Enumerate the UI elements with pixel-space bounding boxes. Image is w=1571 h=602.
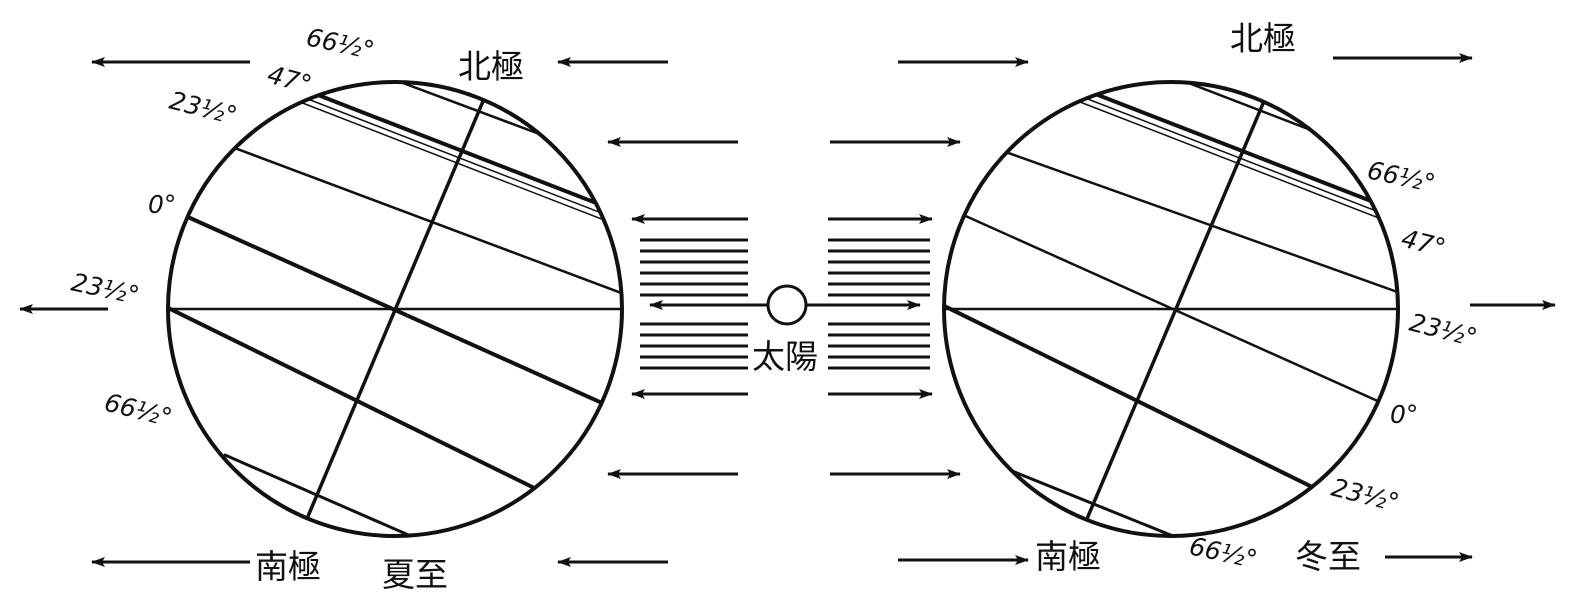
globe-summer-lat-47-band-c	[299, 101, 622, 235]
sun-rays-hatching-right	[828, 238, 930, 370]
globe-winter-outline	[942, 80, 1400, 538]
globe-summer	[166, 80, 624, 538]
ray-arrows	[19, 53, 1556, 567]
north-pole-label-left: 北極	[458, 47, 524, 86]
globe-winter-lat-47-band-b	[1079, 95, 1398, 229]
lat-0-left: 0°	[148, 190, 176, 219]
globe-summer-lat-66-north	[393, 82, 622, 168]
lat-23-north-left: 23½°	[167, 86, 241, 131]
summer-solstice-label: 夏至	[382, 555, 448, 594]
globe-winter-lat-47-band-a	[1078, 86, 1398, 222]
globe-summer-lat-23-south	[168, 297, 622, 536]
globe-summer-lat-47-band-a	[298, 86, 622, 222]
lat-23-south-left: 23½°	[69, 268, 142, 311]
south-pole-label-left: 南極	[255, 547, 321, 586]
globe-summer-lat-66-south	[223, 453, 422, 536]
north-pole-label-right: 北極	[1230, 19, 1296, 58]
lat-23-south-right: 23½°	[1329, 473, 1403, 518]
lat-47-left: 47°	[264, 60, 314, 99]
lat-66-south-right: 66½°	[1187, 532, 1260, 575]
cjk-labels: 北極 北極 南極 南極 夏至 冬至 太陽	[255, 19, 1361, 594]
lat-47-right: 47°	[1399, 224, 1449, 263]
globe-summer-lat-47-band-b	[299, 95, 622, 229]
globe-summer-lat-23-north	[168, 118, 622, 302]
lat-66-south-left: 66½°	[102, 388, 176, 433]
lat-66-north-left: 66½°	[304, 23, 377, 66]
lat-23-north-right: 23½°	[1407, 308, 1481, 353]
sun-label: 太陽	[752, 337, 818, 376]
globe-winter-lat-47-band-c	[1079, 101, 1398, 235]
winter-solstice-label: 冬至	[1295, 537, 1361, 576]
lat-66-north-right: 66½°	[1365, 156, 1438, 199]
south-pole-label-right: 南極	[1035, 537, 1101, 576]
globe-winter-lat-23-north	[944, 123, 1398, 302]
lat-0-right: 0°	[1390, 400, 1418, 429]
sun-group	[640, 238, 930, 370]
sun-icon	[766, 284, 808, 326]
globe-summer-outline	[166, 80, 624, 538]
sun-rays-hatching-left	[640, 238, 748, 370]
